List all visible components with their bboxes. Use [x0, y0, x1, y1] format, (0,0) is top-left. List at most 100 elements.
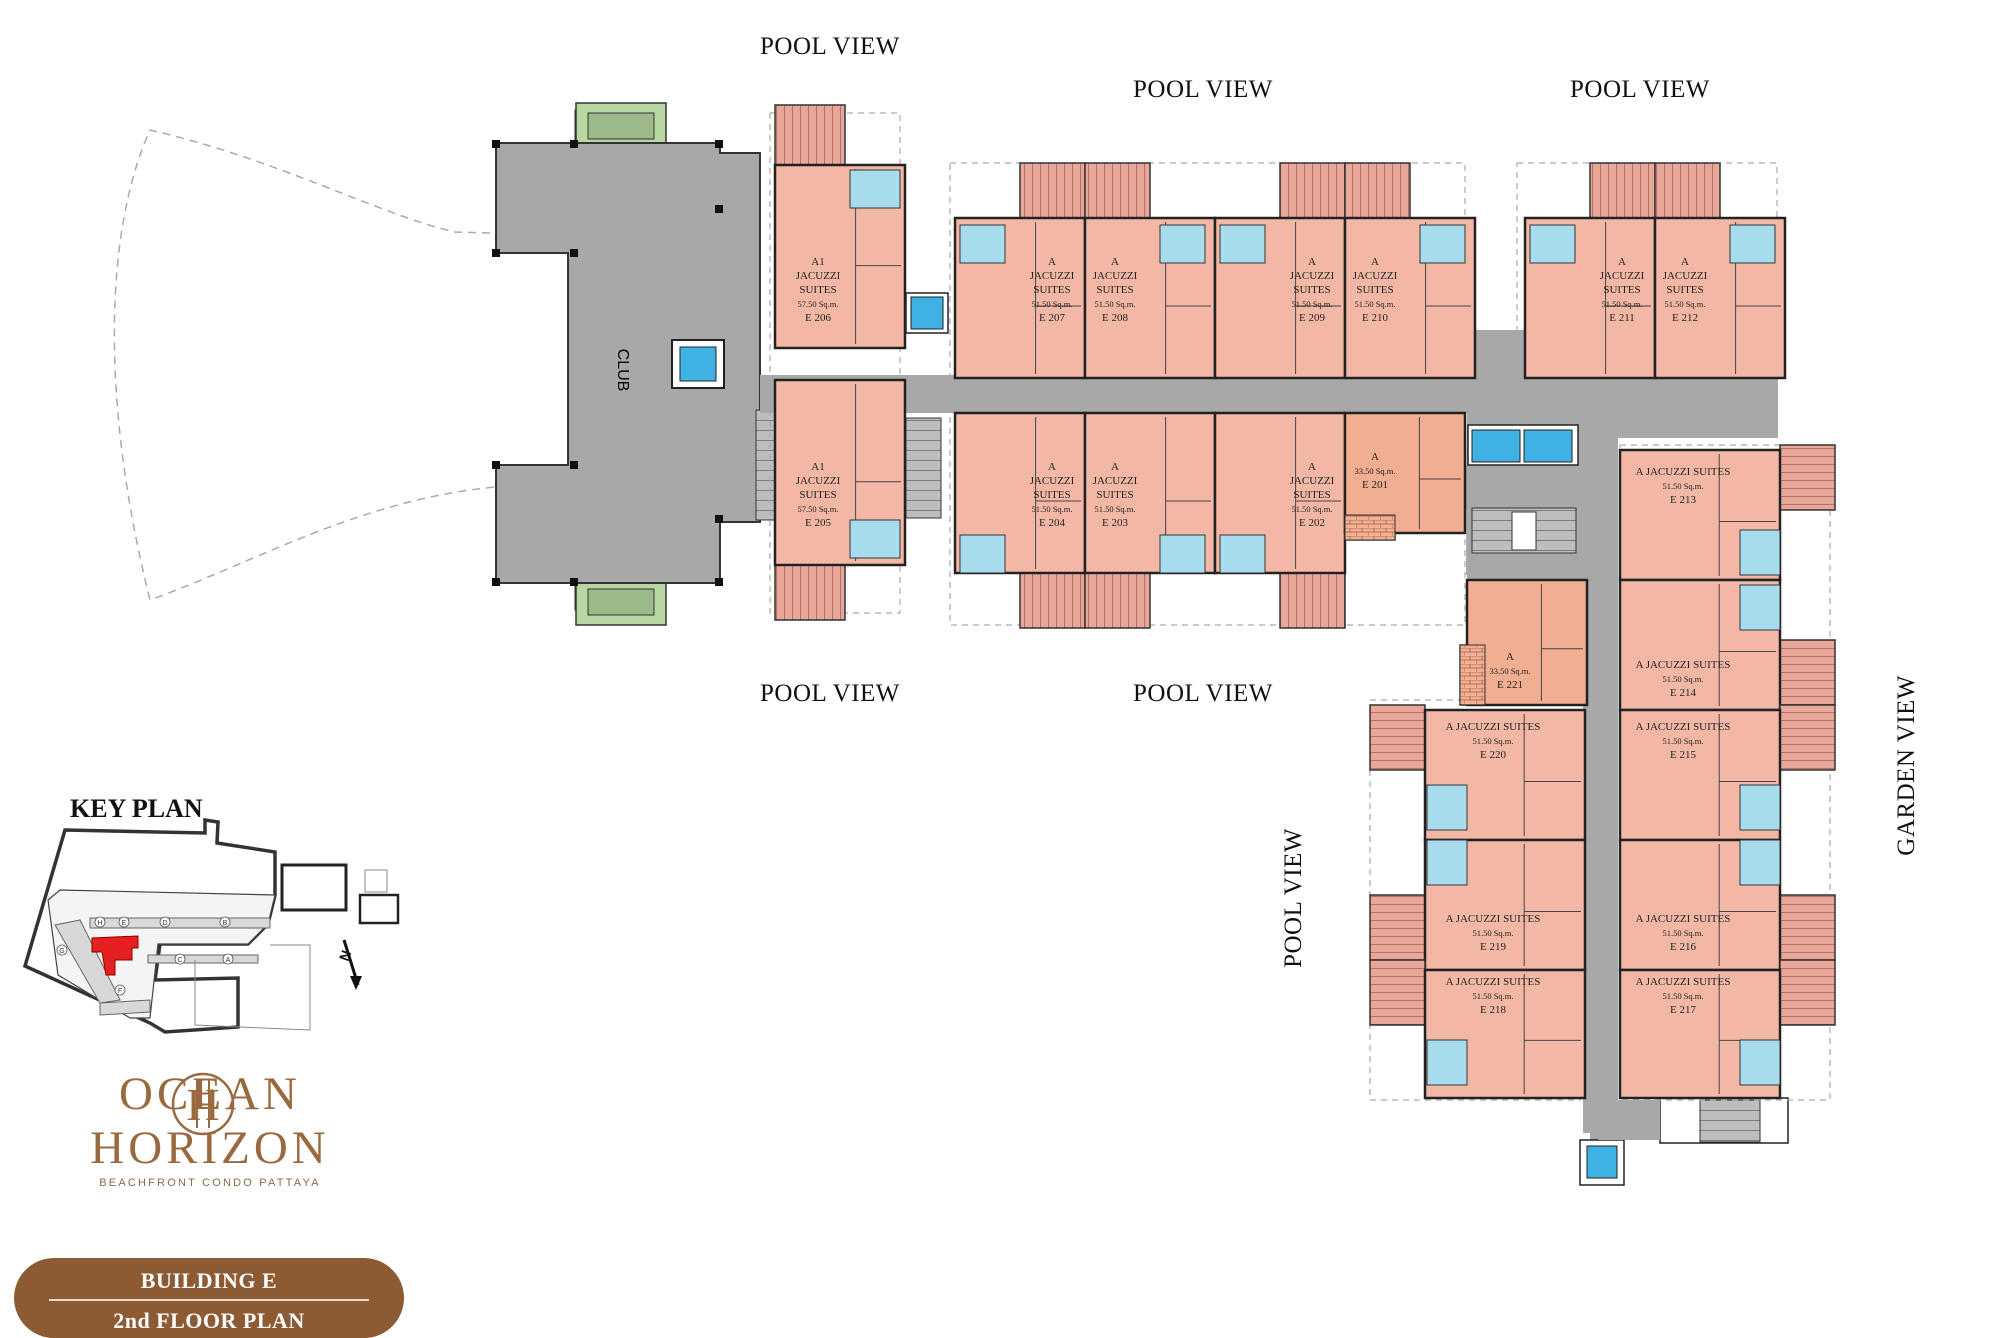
unit-jacuzzi: [849, 169, 901, 209]
site-outline: [113, 129, 496, 601]
unit-label-line: 57.50 Sq.m.: [797, 299, 838, 309]
unit-label-line: E 215: [1670, 749, 1696, 761]
unit-jacuzzi: [1739, 839, 1781, 886]
unit-jacuzzi: [1426, 839, 1468, 886]
unit-label-line: A JACUZZI SUITES: [1446, 721, 1541, 733]
unit-label-line: 51.50 Sq.m.: [1601, 299, 1642, 309]
unit-label-line: A: [1618, 256, 1626, 268]
unit-balcony: [1779, 704, 1836, 771]
unit-label-line: E 220: [1480, 749, 1506, 761]
unit-label-line: A: [1308, 461, 1316, 473]
unit-balcony: [1369, 894, 1426, 961]
unit-label-line: 51.50 Sq.m.: [1472, 991, 1513, 1001]
unit-partition: [1035, 222, 1081, 374]
unit-jacuzzi: [1739, 784, 1781, 831]
unit-partition: [1523, 714, 1581, 836]
view-label-pool-bottom-mid: POOL VIEW: [1133, 680, 1273, 707]
unit-label-line: A JACUZZI SUITES: [1636, 913, 1731, 925]
unit-partition: [1605, 222, 1651, 374]
unit-label-line: JACUZZI: [1093, 270, 1138, 282]
unit-label-line: E 209: [1299, 312, 1325, 324]
unit-balcony: [1279, 162, 1346, 219]
unit-label-line: E 204: [1039, 517, 1065, 529]
unit-label-line: SUITES: [799, 489, 836, 501]
unit-partition: [1295, 222, 1341, 374]
unit-terrace: [1344, 514, 1396, 541]
unit-label-line: SUITES: [1356, 284, 1393, 296]
badge-building: BUILDING E: [140, 1268, 278, 1293]
unit-label-line: E 216: [1670, 941, 1696, 953]
unit-balcony: [1779, 444, 1836, 511]
unit-label-line: A: [1506, 651, 1514, 663]
unit-label-line: JACUZZI: [1290, 475, 1335, 487]
unit-label-line: SUITES: [1293, 284, 1330, 296]
key-plan-title: KEY PLAN: [70, 794, 203, 823]
unit-label-line: A: [1048, 461, 1056, 473]
unit-label-line: E 212: [1672, 312, 1698, 324]
key-plan-block-marker: [219, 916, 231, 928]
unit-jacuzzi: [959, 224, 1006, 264]
unit-label-line: SUITES: [799, 284, 836, 296]
unit-label-line: A JACUZZI SUITES: [1636, 466, 1731, 478]
key-plan-block-letter: D: [162, 920, 167, 927]
unit-jacuzzi: [1426, 784, 1468, 831]
unit-label-line: E 217: [1670, 1004, 1696, 1016]
unit-jacuzzi: [1426, 1039, 1468, 1086]
unit-e-220: A JACUZZI SUITES 51.50 Sq.m. E 220: [1369, 704, 1587, 842]
unit-label-line: A JACUZZI SUITES: [1446, 913, 1541, 925]
key-plan-block-letter: E: [122, 920, 127, 927]
unit-jacuzzi: [1419, 224, 1466, 264]
unit-label-line: JACUZZI: [1030, 270, 1075, 282]
unit-label-line: 51.50 Sq.m.: [1662, 674, 1703, 684]
unit-jacuzzi: [1739, 1039, 1781, 1086]
club-building: [492, 102, 779, 626]
unit-label-line: A: [1681, 256, 1689, 268]
unit-jacuzzi: [1159, 224, 1206, 264]
unit-label-line: E 203: [1102, 517, 1128, 529]
badge-divider: [49, 1299, 369, 1301]
unit-jacuzzi: [1529, 224, 1576, 264]
unit-label-line: E 221: [1497, 679, 1523, 691]
unit-label-line: JACUZZI: [1290, 270, 1335, 282]
logo-tagline: BEACHFRONT CONDO PATTAYA: [99, 1177, 321, 1189]
key-plan-block-marker: [94, 916, 106, 928]
unit-partition: [1718, 844, 1776, 966]
unit-e-216: A JACUZZI SUITES 51.50 Sq.m. E 216: [1618, 838, 1836, 972]
unit-label-line: E 206: [805, 312, 831, 324]
unit-label-line: E 207: [1039, 312, 1065, 324]
view-label-pool-side: POOL VIEW: [1280, 828, 1307, 968]
unit-e-201: A33.50 Sq.m.E 201: [1343, 411, 1467, 541]
unit-e-221: A 33.50 Sq.m. E 221: [1459, 578, 1589, 707]
unit-balcony: [774, 564, 846, 621]
unit-balcony: [1369, 959, 1426, 1026]
unit-label-line: 33.50 Sq.m.: [1489, 666, 1530, 676]
unit-label-line: E 219: [1480, 941, 1506, 953]
unit-jacuzzi: [1729, 224, 1776, 264]
unit-jacuzzi: [849, 519, 901, 559]
unit-partition: [1523, 844, 1581, 966]
key-plan-block-marker: [56, 944, 68, 956]
logo-monogram-letter: H: [186, 1079, 219, 1130]
unit-label-line: 51.50 Sq.m.: [1662, 928, 1703, 938]
unit-label-line: 51.50 Sq.m.: [1472, 928, 1513, 938]
unit-partition: [1418, 417, 1461, 529]
unit-label-line: 51.50 Sq.m.: [1472, 736, 1513, 746]
unit-balcony: [1369, 704, 1426, 771]
unit-label-line: SUITES: [1293, 489, 1330, 501]
unit-label-line: A: [1371, 451, 1379, 463]
unit-label-line: SUITES: [1096, 489, 1133, 501]
unit-label-line: E 218: [1480, 1004, 1506, 1016]
unit-balcony: [1779, 639, 1836, 706]
unit-label-line: A1: [811, 461, 824, 473]
